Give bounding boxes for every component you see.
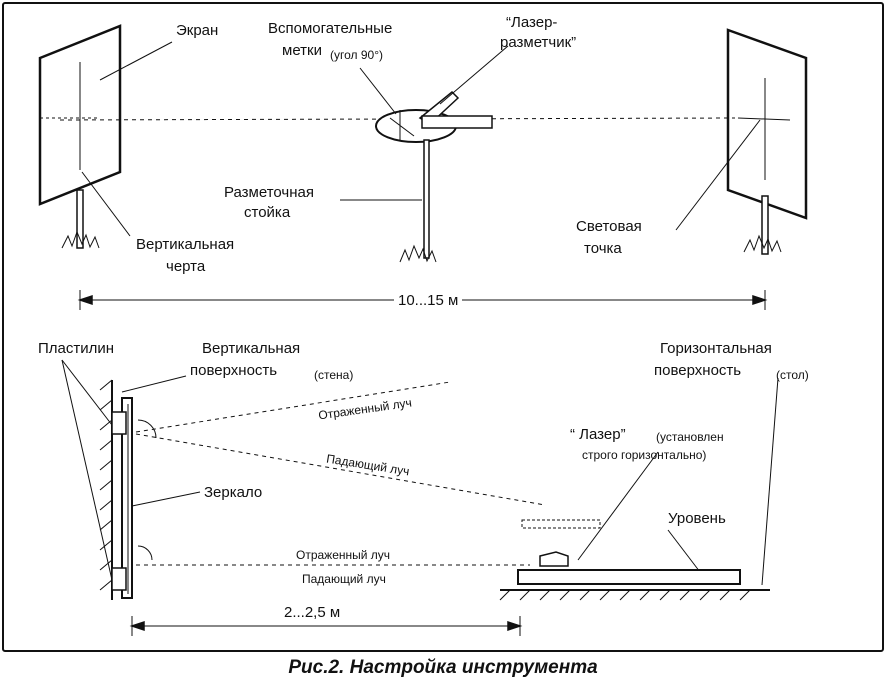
label-screen: Экран [176,22,219,39]
laser-and-level [499,519,770,601]
label-marking-stand: Разметочная [224,184,314,201]
wall [99,379,157,600]
label-level: Уровень [668,510,726,527]
label-vertical-surface-2: поверхность [190,362,278,379]
figure-caption: Рис.2. Настройка инструмента [288,657,598,678]
label-horizontal-surface: Горизонтальная [660,340,772,357]
label-laser-marker: “Лазер- [506,14,558,31]
label-marking-stand-2: стойка [244,204,291,221]
label-mirror: Зеркало [204,484,263,501]
label-table: (стол) [776,368,809,382]
label-laser-installed: (установлен [656,430,724,444]
label-laser: “ Лазер” [570,426,626,443]
marking-stand [375,90,493,263]
label-incident-beam-bottom: Падающий луч [302,572,386,586]
label-vertical-line: Вертикальная [136,236,235,253]
label-angle-90: (угол 90°) [330,48,383,62]
label-vertical-surface: Вертикальная [202,340,301,357]
figure-frame [2,2,884,652]
label-light-spot-2: точка [584,240,622,257]
label-strictly-horizontal: строго горизонтально) [582,448,707,462]
left-screen [38,24,122,249]
label-laser-marker-2: разметчик” [500,34,577,51]
label-aux-marks: Вспомогательные [268,20,393,37]
label-distance-bottom: 2...2,5 м [284,604,341,621]
label-plasticine: Пластилин [38,340,115,357]
right-screen [726,28,808,255]
label-aux-marks-2: метки [282,42,322,59]
label-horizontal-surface-2: поверхность [654,362,742,379]
label-wall: (стена) [314,368,354,382]
label-reflected-beam-bottom: Отраженный луч [296,548,391,562]
label-distance-top: 10...15 м [394,292,463,310]
label-light-spot: Световая [576,218,642,235]
label-vertical-line-2: черта [166,258,206,275]
